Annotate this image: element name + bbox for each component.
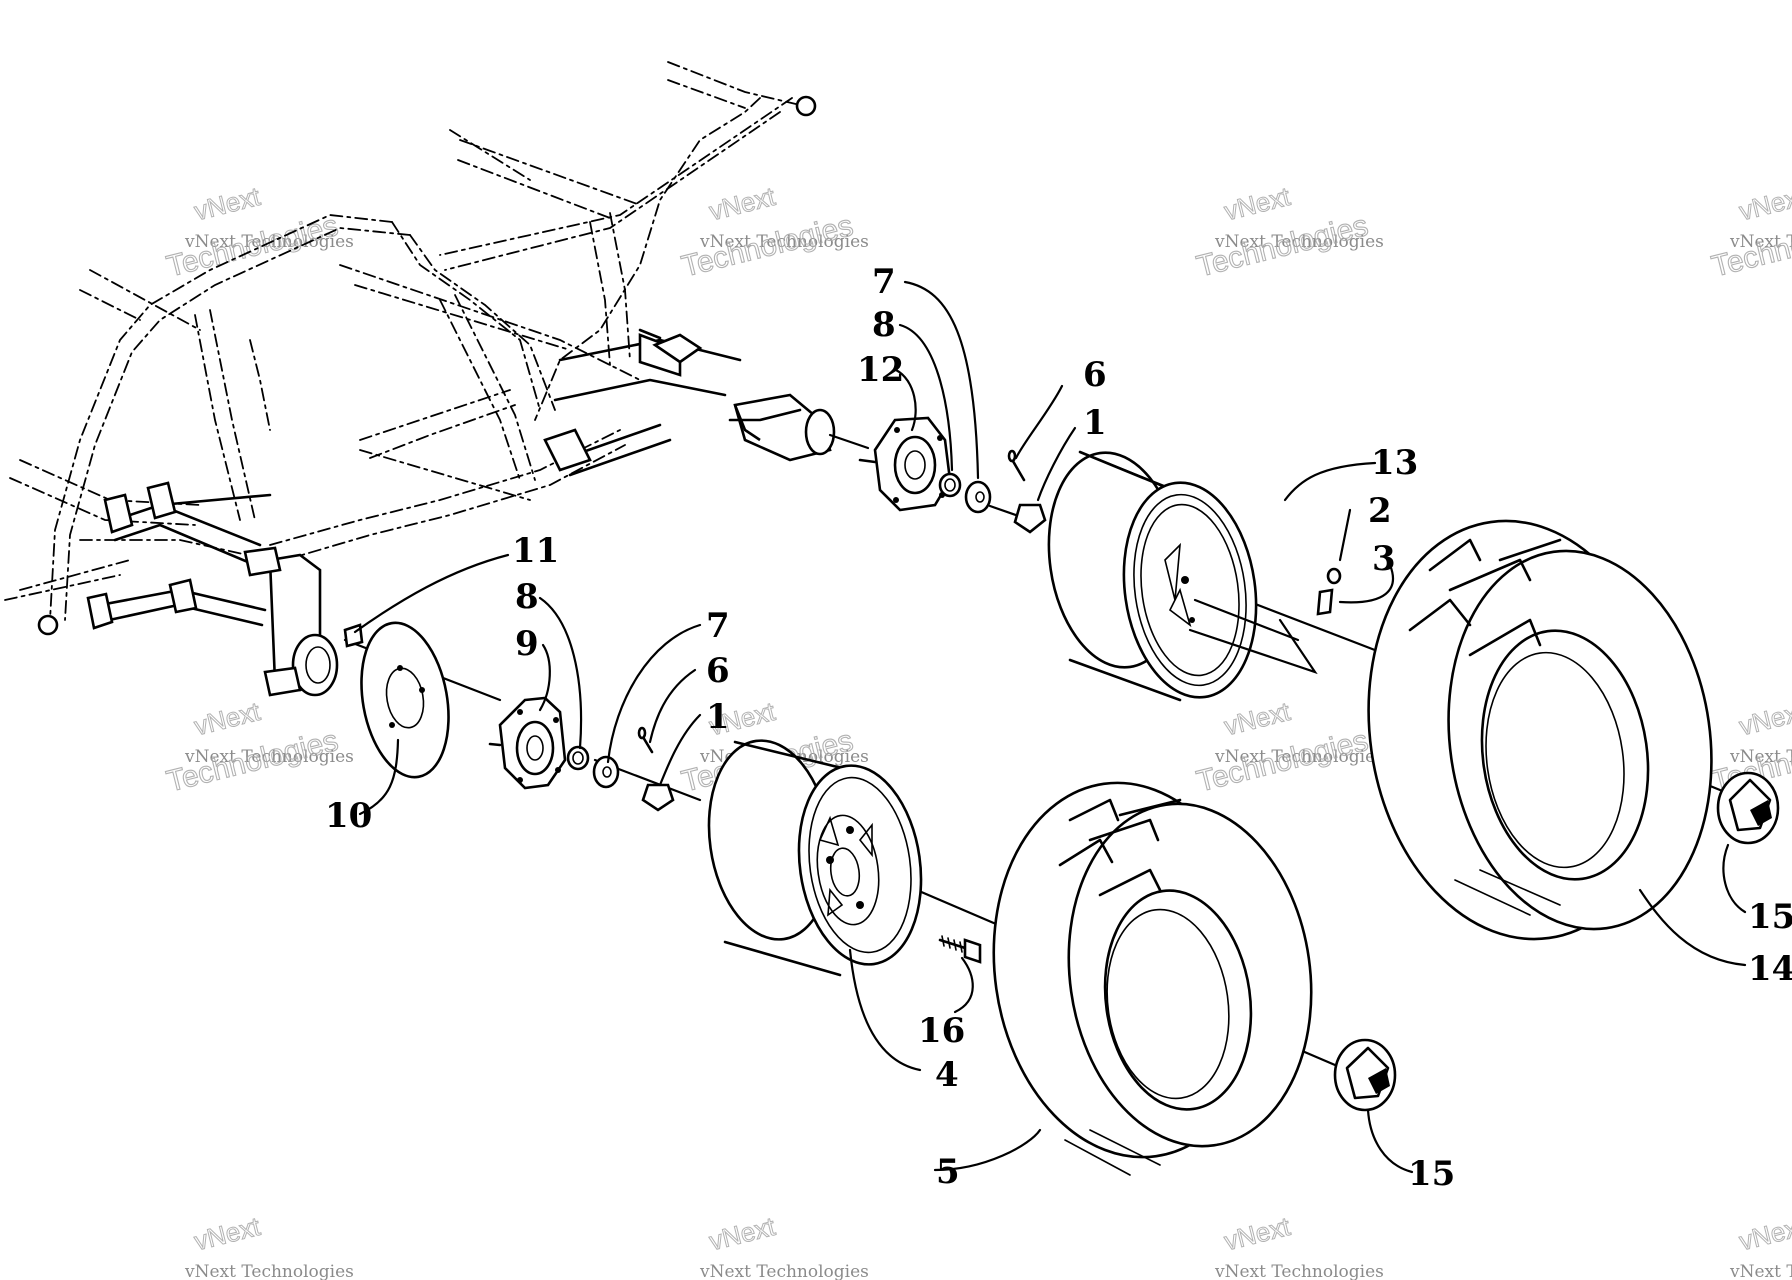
callout-1-lower: 1 — [706, 697, 730, 737]
wheel-hub-upper — [858, 416, 952, 512]
hub-cap-right — [1716, 771, 1780, 845]
cotter-pin-lower — [637, 726, 647, 740]
frame-mount-bushing — [37, 614, 59, 636]
svg-text:vNext: vNext — [1221, 181, 1293, 226]
svg-text:Technologies: Technologies — [163, 209, 341, 283]
frame-mount-bushing — [795, 95, 817, 117]
tire-lower — [992, 781, 1313, 1176]
callout-16: 16 — [918, 1011, 965, 1051]
svg-text:vNext Technologies: vNext Technologies — [1214, 747, 1384, 767]
callout-13: 13 — [1371, 443, 1418, 483]
castle-nut-upper — [1013, 503, 1047, 534]
svg-text:vNext Technologies: vNext Technologies — [184, 747, 354, 767]
seal-upper — [938, 472, 962, 498]
valve-cap — [1326, 567, 1342, 585]
watermark: vNext vNext Technologies Technologies — [163, 695, 354, 799]
watermark: vNext vNext Technologies Technologies — [1708, 180, 1792, 284]
callout-12: 12 — [857, 350, 904, 390]
svg-text:Technologies: Technologies — [678, 209, 856, 283]
upper-hub-assembly — [858, 416, 1047, 534]
svg-text:vNext Technologies: vNext Technologies — [699, 1262, 869, 1280]
callout-6-upper: 6 — [1083, 355, 1107, 395]
callout-1-upper: 1 — [1083, 403, 1107, 443]
svg-text:vNext: vNext — [1736, 1211, 1792, 1256]
chassis-frame — [4, 61, 817, 636]
cotter-pin-upper — [1007, 449, 1017, 463]
svg-text:vNext Technologies: vNext Technologies — [1214, 1262, 1384, 1280]
callout-6-lower: 6 — [706, 651, 730, 691]
watermark: vNext vNext Technologies Technologies — [1193, 180, 1384, 284]
svg-text:vNext Technologies: vNext Technologies — [184, 1262, 354, 1280]
callout-7-lower: 7 — [706, 606, 730, 646]
svg-text:vNext: vNext — [191, 1211, 263, 1256]
svg-text:vNext: vNext — [191, 181, 263, 226]
callouts: 7 8 12 6 1 13 2 3 11 8 9 7 6 1 10 16 4 5… — [325, 262, 1792, 1194]
svg-text:Technologies: Technologies — [163, 724, 341, 798]
svg-text:vNext: vNext — [1221, 696, 1293, 741]
washer-lower — [592, 755, 620, 789]
svg-text:vNext Technologies: vNext Technologies — [1729, 747, 1792, 767]
watermark: vNext vNext Technologies Technologies — [1193, 695, 1384, 799]
wheel-rim-lower — [707, 739, 923, 977]
svg-text:vNext: vNext — [191, 696, 263, 741]
rear-axle-housing — [733, 393, 832, 462]
svg-text:vNext: vNext — [1736, 696, 1792, 741]
svg-text:vNext: vNext — [706, 181, 778, 226]
svg-text:vNext: vNext — [1221, 1211, 1293, 1256]
callout-3: 3 — [1372, 539, 1396, 579]
watermark: vNext vNext Technologies — [1729, 1210, 1792, 1280]
callout-8-lower: 8 — [515, 577, 539, 617]
svg-text:vNext: vNext — [1736, 181, 1792, 226]
watermark: vNext vNext Technologies — [699, 1210, 869, 1280]
callout-7-upper: 7 — [872, 262, 896, 302]
callout-15-lower: 15 — [1408, 1154, 1455, 1194]
callout-11: 11 — [512, 531, 559, 571]
valve-stem — [1316, 567, 1342, 616]
suspension-arms — [86, 328, 836, 697]
callout-14: 14 — [1748, 949, 1792, 989]
watermark: vNext vNext Technologies — [1214, 1210, 1384, 1280]
washer-upper — [964, 480, 992, 514]
brake-disc — [360, 621, 450, 779]
tire-right — [1367, 519, 1713, 941]
callout-15-right: 15 — [1748, 897, 1792, 937]
seal-lower — [566, 745, 590, 771]
callout-2: 2 — [1368, 491, 1392, 531]
callout-8-upper: 8 — [872, 305, 896, 345]
svg-text:vNext Technologies: vNext Technologies — [1729, 1262, 1792, 1280]
wheel-rim-upper — [1047, 450, 1258, 702]
svg-text:vNext Technologies: vNext Technologies — [1729, 232, 1792, 252]
watermark: vNext vNext Technologies Technologies — [163, 180, 354, 284]
hub-cap-lower — [1333, 1038, 1397, 1112]
svg-text:Technologies: Technologies — [1193, 209, 1371, 283]
svg-text:vNext: vNext — [706, 1211, 778, 1256]
callout-9: 9 — [515, 624, 539, 664]
svg-text:Technologies: Technologies — [1193, 724, 1371, 798]
svg-text:vNext Technologies: vNext Technologies — [1214, 232, 1384, 252]
leader-lines — [353, 280, 1747, 1174]
wheel-hub-lower — [488, 696, 567, 790]
callout-4: 4 — [935, 1055, 959, 1095]
castle-nut-lower — [641, 783, 675, 812]
lug-bolt — [938, 935, 982, 964]
callout-5: 5 — [936, 1152, 960, 1192]
svg-text:vNext Technologies: vNext Technologies — [699, 232, 869, 252]
watermark: vNext vNext Technologies Technologies — [678, 180, 869, 284]
watermark: vNext vNext Technologies — [184, 1210, 354, 1280]
valve-stem-body — [1316, 588, 1334, 616]
callout-10: 10 — [325, 796, 372, 836]
